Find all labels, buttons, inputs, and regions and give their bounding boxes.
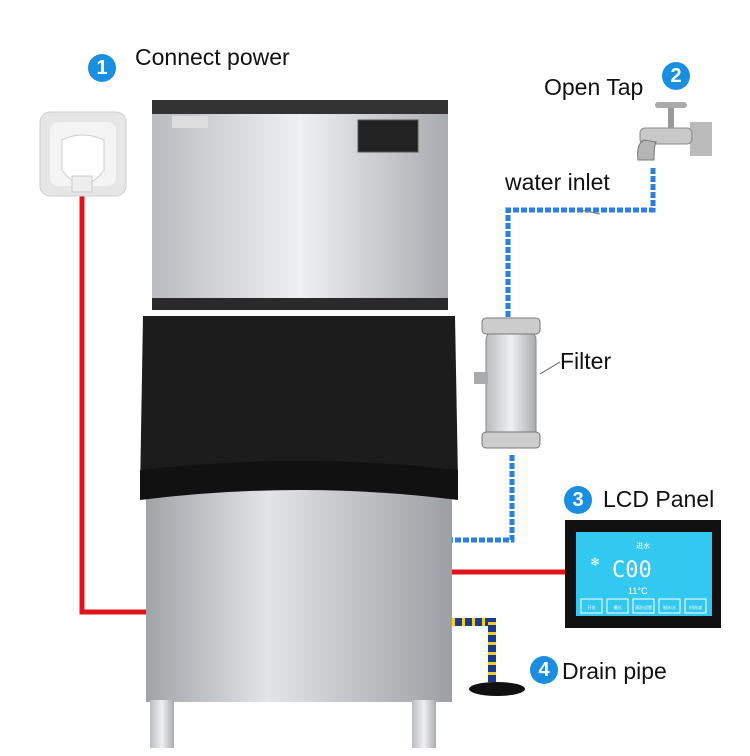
water-filter (474, 317, 561, 449)
lcd-panel: ❄ C00 11°C 进水 开关 模式 清洗/设置 制冰/水 时间/减 (565, 520, 721, 628)
step-4-badge: 4 (530, 656, 558, 684)
lcd-button-label: 时间/减 (689, 604, 702, 610)
lcd-button (632, 598, 655, 614)
step-3-badge: 3 (564, 486, 592, 514)
lcd-temperature: 11°C (628, 586, 648, 596)
lcd-panel-label: LCD Panel (603, 486, 715, 512)
lcd-button-label: 开关 (588, 604, 596, 610)
lcd-button (658, 598, 681, 614)
filter-label: Filter (560, 348, 612, 374)
lcd-readout: C00 (612, 558, 652, 583)
lcd-status: 进水 (636, 541, 650, 550)
step-1-badge: 1 (88, 54, 116, 82)
lcd-button-label: 清洗/设置 (635, 604, 652, 610)
lcd-button (606, 598, 629, 614)
lcd-button-label: 制冰/水 (663, 604, 676, 610)
open-tap-label: Open Tap (544, 74, 644, 100)
connect-power-label: Connect power (135, 44, 290, 70)
lcd-button (684, 598, 707, 614)
water-tap (637, 102, 712, 161)
ice-storage-bin (140, 316, 458, 748)
lcd-button (580, 598, 603, 614)
brand-logo (172, 116, 208, 128)
drain-pipe (452, 618, 525, 696)
snowflake-icon: ❄ (590, 555, 600, 569)
power-cable (79, 190, 150, 615)
power-socket (39, 111, 127, 197)
filter-outlet-pipe (452, 455, 515, 543)
drain-pipe-label: Drain pipe (562, 658, 667, 684)
ice-maker-head (152, 100, 448, 310)
water-inlet-label: water inlet (505, 169, 610, 195)
lcd-button-label: 模式 (614, 604, 622, 610)
step-2-badge: 2 (662, 62, 690, 90)
